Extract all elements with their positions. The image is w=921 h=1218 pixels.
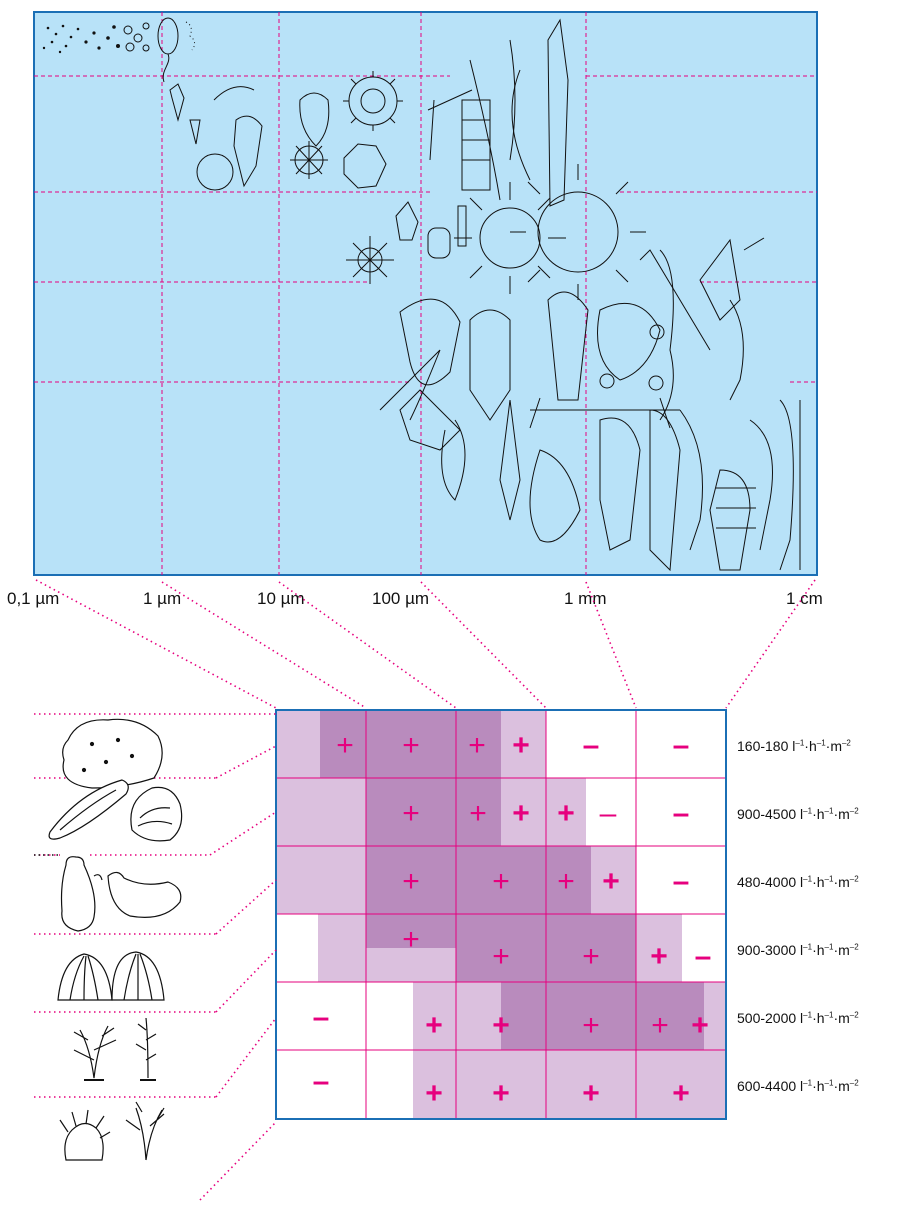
- rate-label-row-2: 900-4500 l–1·h–1·m–2: [737, 806, 859, 822]
- sign-minus: –: [313, 1001, 330, 1034]
- bacteria-dots: [42, 24, 120, 54]
- sign-minus: –: [313, 1065, 330, 1098]
- diatom-chains: [427, 18, 569, 207]
- sign-plus: +: [336, 729, 354, 762]
- scale-label-100-um: 100 µm: [372, 589, 429, 608]
- sign-minus: –: [583, 729, 600, 762]
- ascidian-icon: [60, 856, 182, 932]
- plankton-organisms-illustration: [42, 17, 801, 572]
- grid-lines: [276, 710, 726, 1119]
- sign-plus: +: [512, 797, 530, 830]
- rate-label-row-3: 480-4000 l–1·h–1·m–2: [737, 874, 859, 890]
- scale-label-1-um: 1 µm: [143, 589, 181, 608]
- sign-plus: +: [492, 1077, 510, 1110]
- sign-plus: +: [425, 1077, 443, 1110]
- sign-plus: +: [492, 940, 510, 973]
- sign-minus: –: [673, 729, 690, 762]
- sign-plus: +: [691, 1009, 709, 1042]
- sign-plus: +: [557, 865, 575, 898]
- sign-plus: +: [672, 1077, 690, 1110]
- sign-plus: +: [425, 1009, 443, 1042]
- sign-plus: +: [492, 1009, 510, 1042]
- sign-plus: +: [492, 865, 510, 898]
- sign-plus: +: [402, 797, 420, 830]
- sign-plus: +: [512, 729, 530, 762]
- barnacle-icon: [57, 951, 165, 1001]
- sign-plus: +: [582, 1009, 600, 1042]
- sign-plus: +: [468, 729, 486, 762]
- zooplankton-larvae: [399, 389, 801, 572]
- sign-plus: +: [650, 940, 668, 973]
- scale-label-1-mm: 1 mm: [564, 589, 607, 608]
- rate-label-row-6: 600-4400 l–1·h–1·m–2: [737, 1078, 859, 1094]
- flagellate-cells: [123, 17, 196, 83]
- sign-plus: +: [582, 940, 600, 973]
- sign-plus: +: [651, 1009, 669, 1042]
- sign-plus: +: [582, 1077, 600, 1110]
- anemone-and-gorgonian-icon: [59, 1101, 165, 1161]
- radiolarian-cells: [290, 71, 403, 189]
- scale-labels: 0,1 µm 1 µm 10 µm 100 µm 1 mm 1 cm: [7, 589, 823, 608]
- shading-grid: [276, 710, 726, 1119]
- sign-plus: +: [557, 797, 575, 830]
- sign-plus: +: [602, 865, 620, 898]
- scale-label-10-um: 10 µm: [257, 589, 305, 608]
- sign-plus: +: [469, 797, 487, 830]
- scale-label-0-1-um: 0,1 µm: [7, 589, 59, 608]
- rate-label-row-4: 900-3000 l–1·h–1·m–2: [737, 942, 859, 958]
- sign-minus: –: [695, 940, 712, 973]
- sign-minus: –: [673, 797, 690, 830]
- sign-minus: –: [673, 865, 690, 898]
- scale-connectors: [35, 579, 816, 709]
- sign-plus: +: [402, 729, 420, 762]
- filtration-signs: + + + + – – + + + + – – + + + + – + + + …: [313, 729, 712, 1110]
- hydroid-and-bryozoan-icon: [73, 1017, 157, 1081]
- sign-plus: +: [402, 923, 420, 956]
- panel-grid: [34, 12, 817, 575]
- plankton-panel: [33, 11, 818, 576]
- scale-label-1-cm: 1 cm: [786, 589, 823, 608]
- sign-minus: –: [600, 797, 617, 830]
- row-connectors: [34, 713, 277, 1201]
- zooplankton-crustaceans: [379, 237, 765, 421]
- grid-frame: [275, 709, 727, 1120]
- rate-label-row-5: 500-2000 l–1·h–1·m–2: [737, 1010, 859, 1026]
- rate-label-row-1: 160-180 l–1·h–1·m–2: [737, 738, 851, 754]
- large-radiolarians: [346, 164, 646, 300]
- sign-plus: +: [402, 865, 420, 898]
- sponge-icon: [62, 718, 163, 789]
- mussel-and-oyster-icon: [48, 779, 183, 842]
- dinoflagellate-cells: [169, 83, 330, 191]
